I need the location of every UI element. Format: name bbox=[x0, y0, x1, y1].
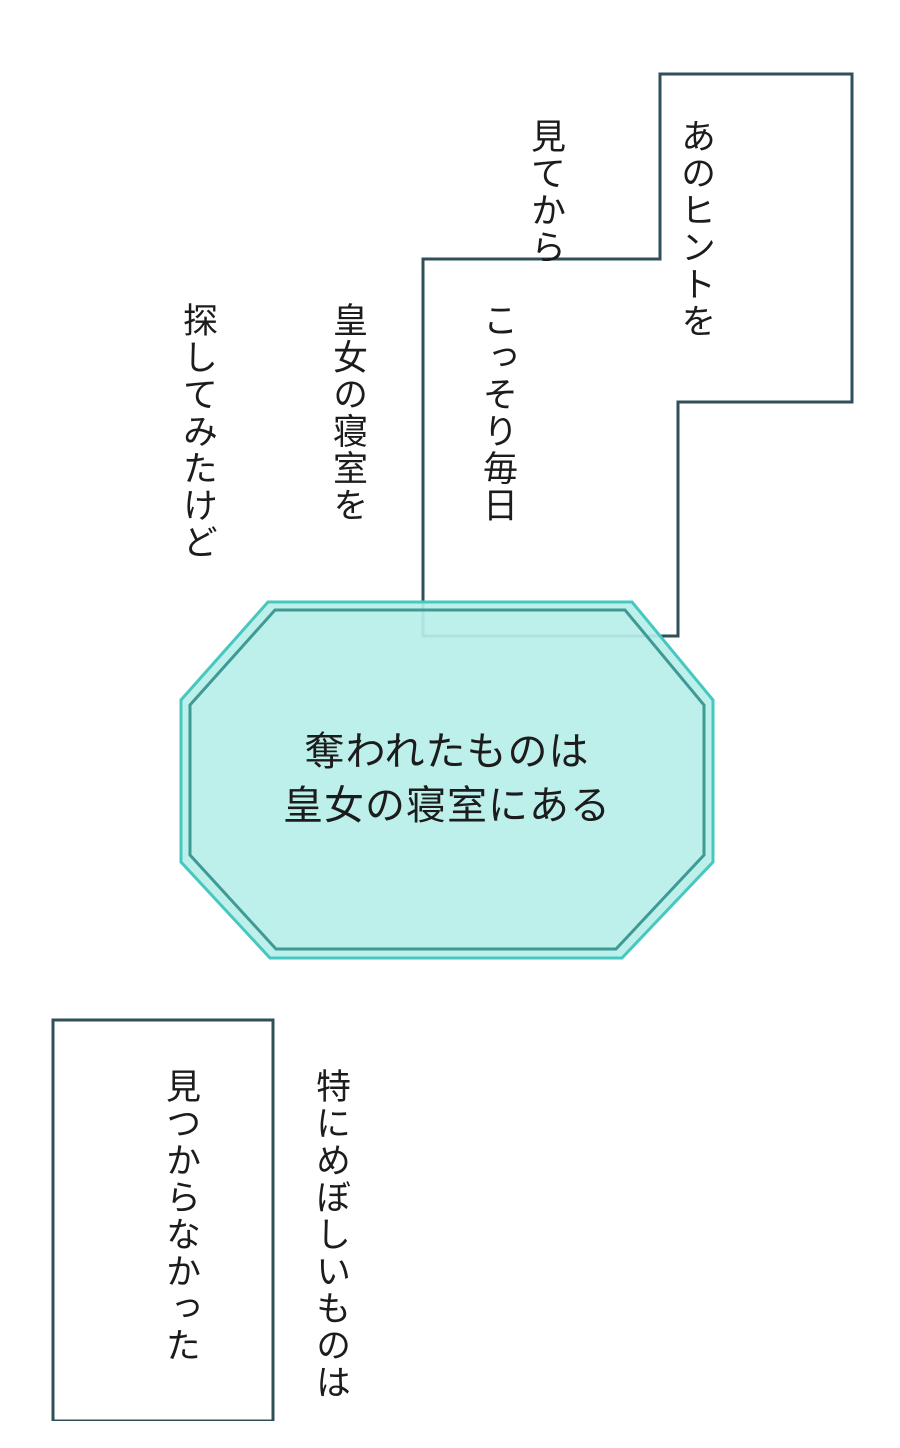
caption-2-line-1: こっそり毎日 bbox=[477, 302, 517, 524]
caption-1-line-1: あのヒントを bbox=[675, 118, 715, 340]
caption-2-line-2: 皇女の寝室を bbox=[327, 302, 367, 524]
caption-3-line-2: 見つからなかった bbox=[160, 1068, 200, 1364]
system-window-line-1: 奪われたものは bbox=[304, 729, 590, 775]
caption-3-line-1: 特にめぼしいものは bbox=[310, 1068, 350, 1401]
system-window-line-2: 皇女の寝室にある bbox=[283, 783, 611, 829]
caption-box-bottom bbox=[51, 1018, 275, 1421]
caption-text-2: こっそり毎日 皇女の寝室を 探してみたけど bbox=[122, 302, 622, 622]
caption-box-stepped bbox=[421, 72, 854, 638]
caption-1-line-2: 見てから bbox=[525, 118, 565, 266]
caption-text-3: 特にめぼしいものは 見つからなかった bbox=[105, 1068, 455, 1448]
caption-2-line-3: 探してみたけど bbox=[177, 302, 217, 561]
caption-text-1: あのヒントを 見てから bbox=[470, 118, 820, 388]
system-window-frame bbox=[179, 600, 715, 960]
system-window: 奪われたものは 皇女の寝室にある bbox=[181, 602, 713, 958]
